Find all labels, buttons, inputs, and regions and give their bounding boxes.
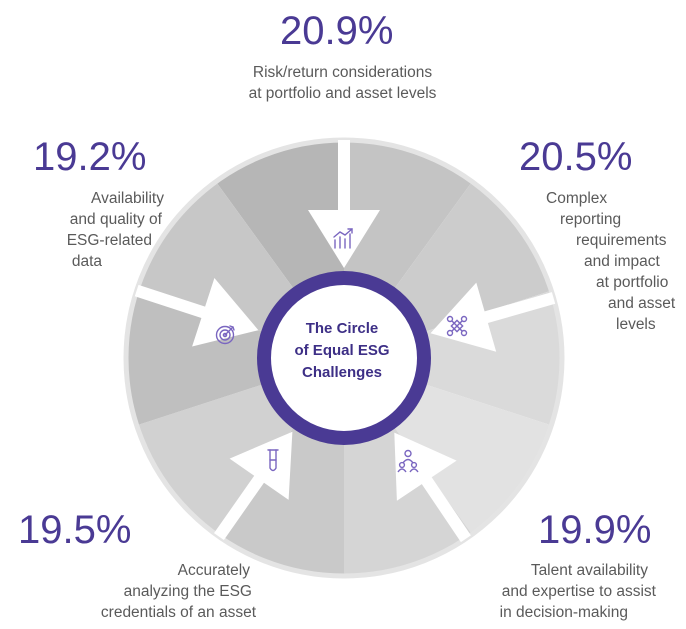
segment-label-data-quality: Availability and quality of ESG-related … <box>6 188 168 272</box>
bar-chart-icon <box>333 228 353 249</box>
test-tube-icon <box>267 449 279 472</box>
center-disc <box>260 274 428 442</box>
label-line: requirements <box>576 232 667 249</box>
arrow-data-quality <box>134 278 259 347</box>
center-title-line-3: Challenges <box>301 364 383 381</box>
label-line: ESG-related <box>66 232 152 249</box>
label-line: Risk/return considerations <box>252 64 433 81</box>
label-line: Talent availability <box>530 562 648 579</box>
label-line: and expertise to assist <box>501 583 656 600</box>
arrow-talent <box>394 432 471 543</box>
segment-percent-talent: 19.9% <box>538 508 652 552</box>
label-line: Complex <box>546 190 608 207</box>
segment-percent-reporting: 20.5% <box>519 135 633 179</box>
label-line: Accurately <box>177 562 250 579</box>
pie-wedge <box>344 291 560 425</box>
arrow-risk-return <box>308 140 380 268</box>
network-icon <box>446 315 468 337</box>
label-line: levels <box>616 316 656 333</box>
label-line: analyzing the ESG <box>123 583 252 600</box>
center-title-line-1: The Circle <box>305 320 379 337</box>
center-title-line-2: of Equal ESG <box>294 342 390 359</box>
label-line: credentials of an asset <box>100 604 256 621</box>
arrow-group <box>134 140 556 543</box>
segment-percent-analyzing: 19.5% <box>18 508 132 552</box>
label-line: at portfolio <box>596 274 669 291</box>
pie-wedge <box>127 291 344 425</box>
label-line: and impact <box>584 253 660 270</box>
label-line: at portfolio and asset levels <box>248 85 437 102</box>
segment-label-talent: Talent availability and expertise to ass… <box>430 560 656 623</box>
center-ring <box>257 271 431 445</box>
segment-label-risk-return: Risk/return considerations at portfolio … <box>200 62 485 104</box>
target-icon <box>215 325 235 345</box>
people-icon <box>397 449 419 473</box>
center-title: The Circle of Equal ESG Challenges <box>262 318 422 384</box>
label-line: data <box>71 253 102 270</box>
segment-percent-risk-return: 20.9% <box>280 9 394 53</box>
segment-percent-data-quality: 19.2% <box>33 135 147 179</box>
arrow-analyzing <box>214 431 293 540</box>
label-line: and asset <box>608 295 676 312</box>
label-line: reporting <box>560 211 622 228</box>
label-line: in decision-making <box>499 604 628 621</box>
label-line: and quality of <box>69 211 162 228</box>
segment-label-reporting: Complex reporting requirements and impac… <box>546 188 675 335</box>
label-line: Availability <box>91 190 164 207</box>
segment-label-analyzing: Accurately analyzing the ESG credentials… <box>26 560 256 623</box>
